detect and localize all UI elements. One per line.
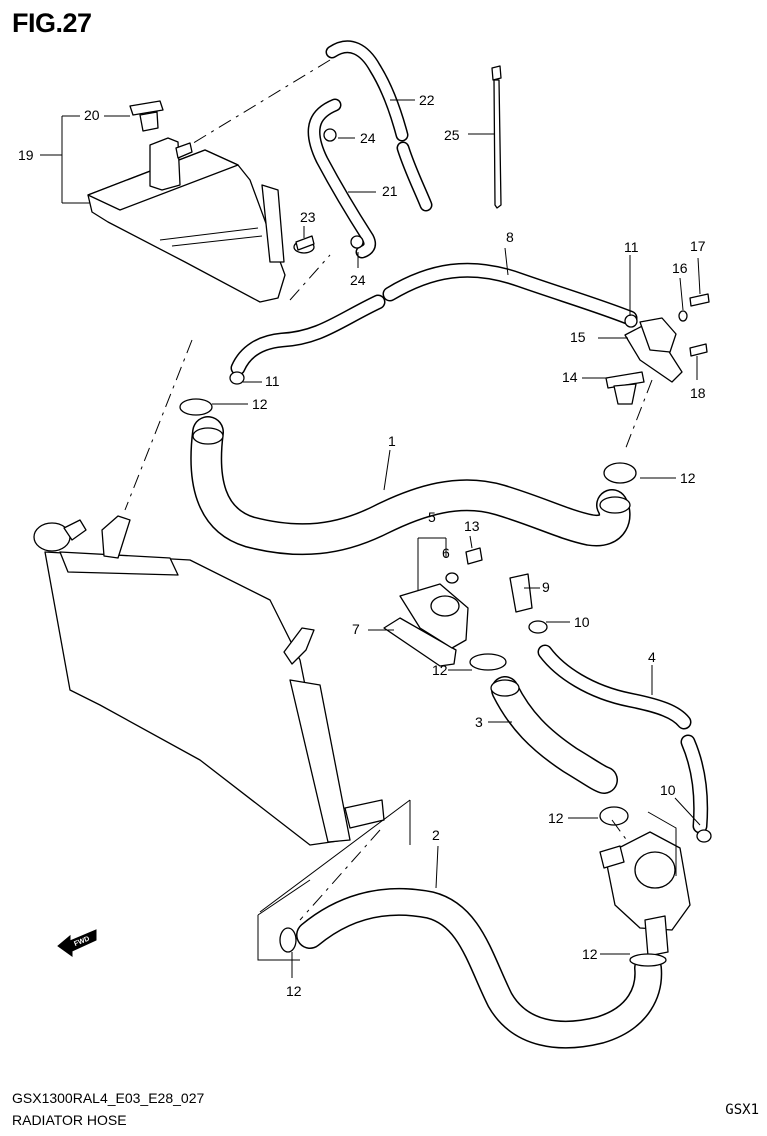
callout-12-f: 12 bbox=[286, 983, 302, 999]
hose-22 bbox=[325, 40, 433, 212]
clamp-11-a bbox=[229, 371, 245, 385]
water-pump bbox=[599, 831, 691, 957]
clamp-24-upper bbox=[323, 128, 337, 142]
hose-4 bbox=[537, 644, 709, 834]
fitting-9 bbox=[509, 573, 533, 613]
clamp-12-c bbox=[469, 653, 507, 671]
callout-12-e: 12 bbox=[582, 946, 598, 962]
hose-8 bbox=[230, 262, 638, 376]
callout-11-a: 11 bbox=[624, 239, 639, 255]
radiator-bracket bbox=[101, 515, 315, 665]
callout-24-b: 24 bbox=[350, 272, 366, 288]
callout-7: 7 bbox=[352, 621, 360, 637]
clamp-12-b bbox=[603, 462, 637, 484]
callout-12-d: 12 bbox=[548, 810, 564, 826]
callout-19: 19 bbox=[18, 147, 34, 163]
clamp-12-d bbox=[599, 806, 629, 826]
clamp-11-b bbox=[624, 314, 638, 328]
callout-25: 25 bbox=[444, 127, 460, 143]
gasket-7 bbox=[383, 617, 457, 667]
nut-6 bbox=[445, 572, 459, 584]
washer-16 bbox=[678, 310, 688, 322]
bolt-17 bbox=[689, 293, 710, 307]
bolt-13 bbox=[465, 547, 483, 565]
callout-14: 14 bbox=[562, 369, 578, 385]
reservoir-tank bbox=[87, 137, 286, 303]
callout-4: 4 bbox=[648, 649, 656, 665]
radiator bbox=[44, 551, 385, 846]
callout-12-c: 12 bbox=[432, 662, 448, 678]
callout-labels: 1 2 3 4 5 6 7 8 9 10 10 11 11 12 12 12 1… bbox=[18, 92, 706, 999]
clamp-10-a bbox=[528, 620, 548, 634]
thermostat bbox=[605, 371, 645, 405]
reservoir-bolt bbox=[293, 235, 315, 254]
bolt-18 bbox=[689, 343, 708, 357]
callout-21: 21 bbox=[382, 183, 398, 199]
callout-24-a: 24 bbox=[360, 130, 376, 146]
reference-boxes bbox=[257, 799, 677, 961]
callout-3: 3 bbox=[475, 714, 483, 730]
hose-1 bbox=[190, 416, 631, 556]
callout-5: 5 bbox=[428, 509, 436, 525]
clamp-10-b bbox=[696, 829, 712, 843]
callout-2: 2 bbox=[432, 827, 440, 843]
callout-1: 1 bbox=[388, 433, 396, 449]
leader-lines bbox=[40, 99, 701, 978]
hose-2 bbox=[296, 887, 663, 1049]
reservoir-cap bbox=[129, 100, 164, 132]
fwd-arrow-icon: FWD bbox=[57, 929, 97, 957]
clamp-24-lower bbox=[350, 235, 364, 249]
callout-16: 16 bbox=[672, 260, 688, 276]
radiator-cap bbox=[33, 519, 87, 552]
hose-21 bbox=[307, 98, 377, 259]
callout-6: 6 bbox=[442, 545, 450, 561]
callout-9: 9 bbox=[542, 579, 550, 595]
corner-tag: GSX1 bbox=[725, 1102, 759, 1118]
callout-13: 13 bbox=[464, 518, 480, 534]
callout-18: 18 bbox=[690, 385, 706, 401]
callout-20: 20 bbox=[84, 107, 100, 123]
reference-lines bbox=[124, 59, 653, 921]
callout-10-b: 10 bbox=[660, 782, 676, 798]
callout-15: 15 bbox=[570, 329, 586, 345]
callout-12-b: 12 bbox=[680, 470, 696, 486]
cable-tie bbox=[491, 65, 502, 209]
callout-11-b: 11 bbox=[265, 373, 280, 389]
clamp-12-a bbox=[179, 398, 213, 416]
clamp-12-e bbox=[629, 953, 667, 967]
thermostat-cover bbox=[624, 317, 683, 383]
callout-23: 23 bbox=[300, 209, 316, 225]
figure-title: FIG.27 bbox=[12, 8, 92, 38]
callout-10-a: 10 bbox=[574, 614, 590, 630]
callout-12-a: 12 bbox=[252, 396, 268, 412]
callout-17: 17 bbox=[690, 238, 706, 254]
thermostat-housing bbox=[399, 583, 469, 649]
hose-3 bbox=[490, 676, 618, 794]
callout-22: 22 bbox=[419, 92, 435, 108]
callout-8: 8 bbox=[506, 229, 514, 245]
figure-name: RADIATOR HOSE bbox=[12, 1112, 127, 1128]
figure-code: GSX1300RAL4_E03_E28_027 bbox=[12, 1090, 205, 1106]
clamp-12-f bbox=[279, 927, 297, 953]
